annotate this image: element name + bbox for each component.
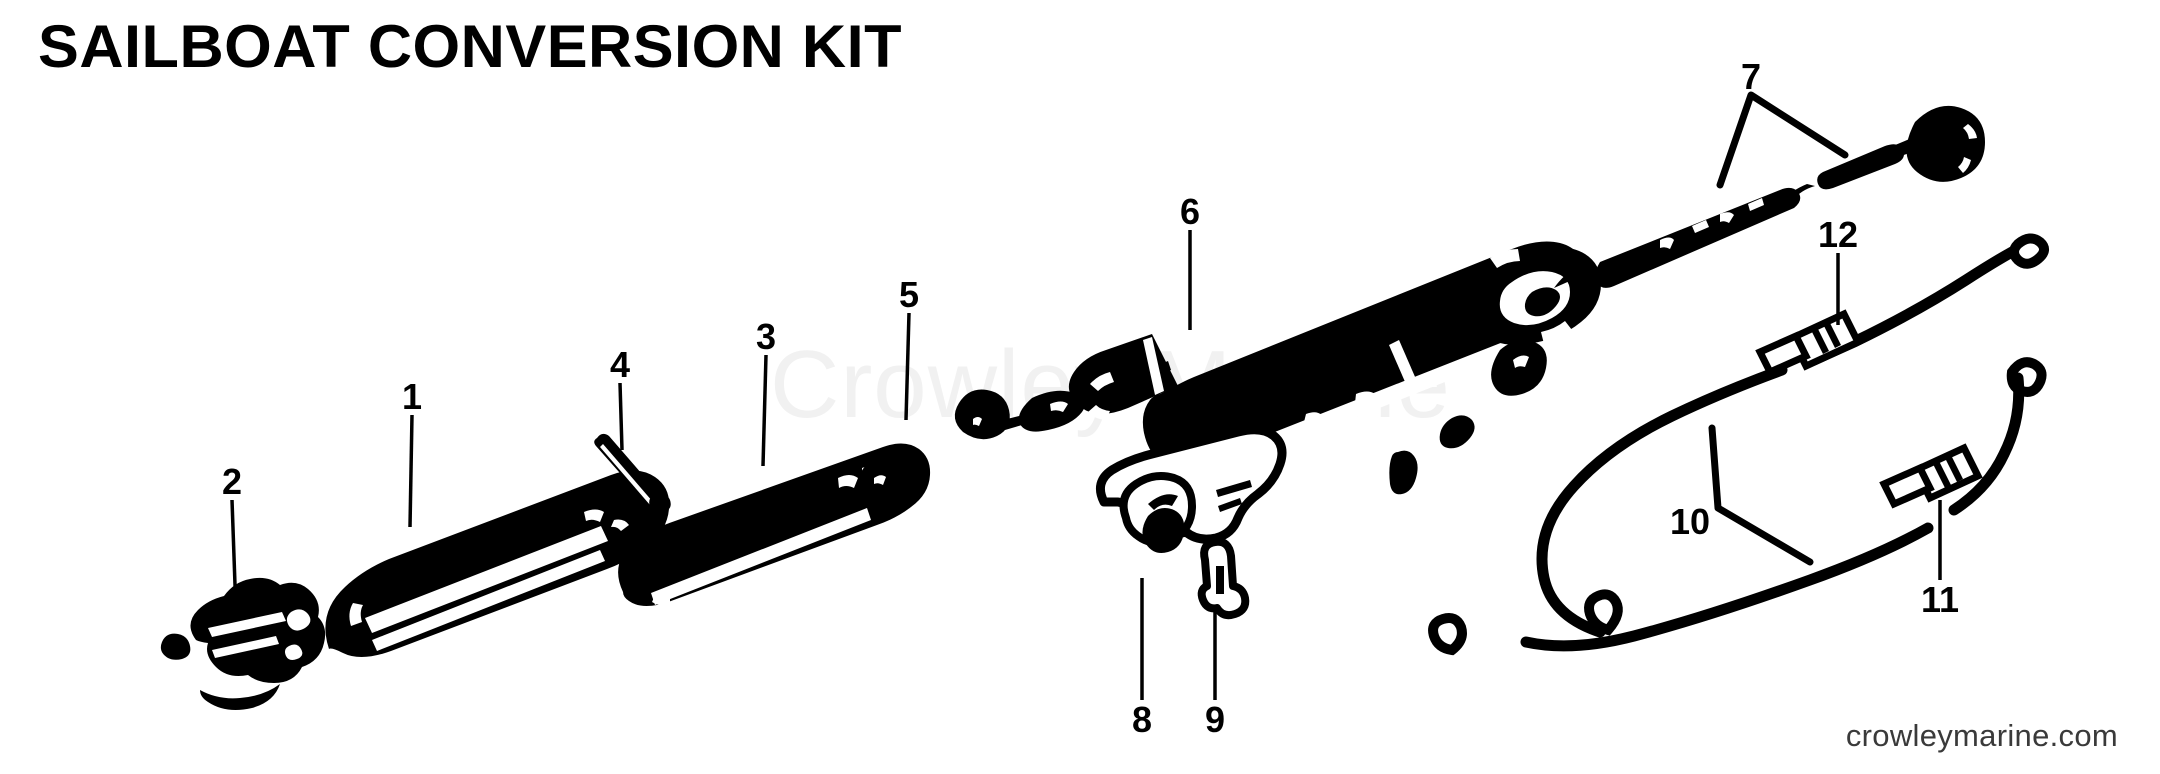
- callout-number-11: 11: [1920, 579, 1960, 620]
- leader-3: [761, 354, 768, 467]
- part-handle-end-cap-highlights: [208, 609, 311, 660]
- page-title: SAILBOAT CONVERSION KIT: [38, 13, 903, 80]
- part-clamp-bolt: [1197, 537, 1250, 620]
- callout-branch-leaders: [1708, 91, 1849, 566]
- leader-4: [618, 382, 624, 451]
- callout-number-10: 10: [1669, 501, 1711, 542]
- part-throttle-rod-lower-section: [1554, 187, 1801, 288]
- callout-number-6: 6: [1179, 191, 1201, 232]
- site-credit: crowleymarine.com: [1845, 718, 2118, 753]
- callout-number-5: 5: [898, 274, 920, 315]
- cable-ferrule-upper: [1755, 309, 1863, 377]
- part-control-cable-lower: [1428, 357, 2047, 656]
- leader-10: [1708, 424, 1814, 566]
- part-inner-grip-sleeve: [618, 443, 931, 606]
- part-retaining-pin: [594, 433, 671, 513]
- callout-number-3: 3: [755, 316, 777, 357]
- callout-number-12: 12: [1817, 214, 1859, 255]
- leader-5: [904, 312, 911, 421]
- callout-number-4: 4: [609, 344, 631, 385]
- part-throttle-rod-ball-knob: [1906, 105, 1985, 182]
- callout-number-7: 7: [1740, 56, 1762, 97]
- callout-number-9: 9: [1204, 699, 1226, 740]
- leader-2: [230, 499, 238, 614]
- part-mounting-clamp-bracket: [1095, 425, 1287, 553]
- part-control-cable-upper: [1536, 233, 2049, 638]
- leader-1: [408, 414, 414, 528]
- part-tiller-handle-grip-main: [325, 470, 670, 658]
- callout-number-2: 2: [221, 461, 243, 502]
- leader-7: [1716, 91, 1849, 189]
- callout-leader-lines: [230, 230, 1942, 700]
- callout-number-1: 1: [401, 376, 423, 417]
- cable-ferrule-lower: [1879, 443, 1983, 509]
- callout-number-8: 8: [1131, 699, 1153, 740]
